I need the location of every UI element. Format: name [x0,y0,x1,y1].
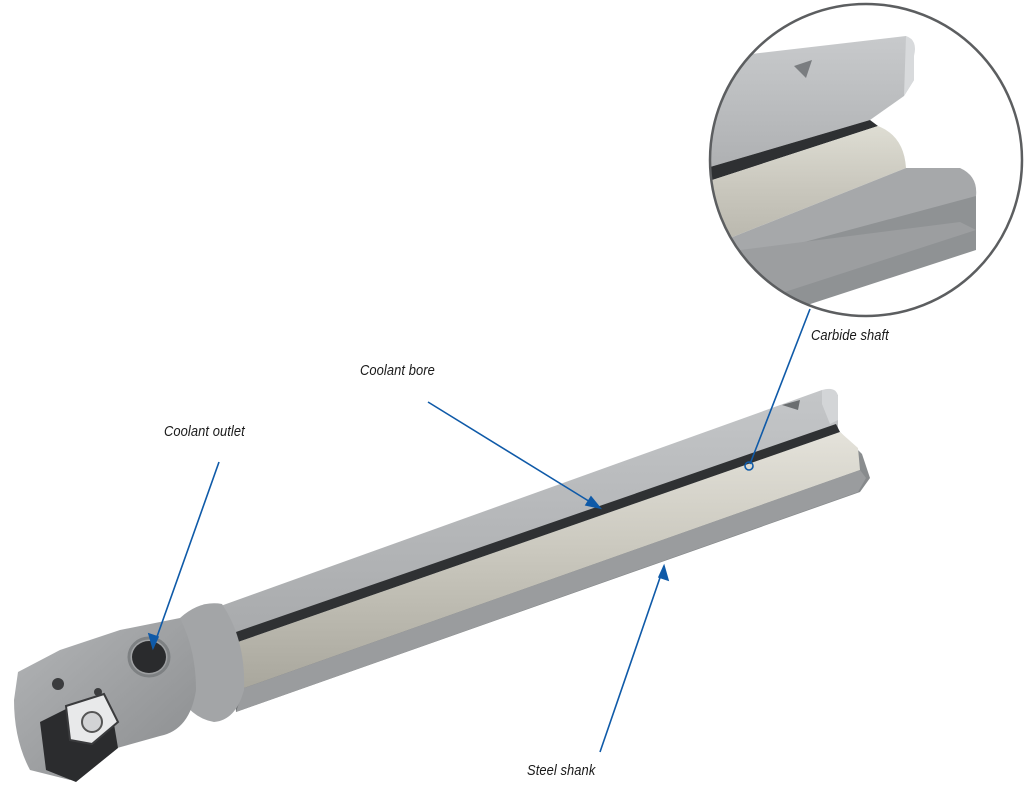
insert-screw [81,711,103,733]
carbide-shaft-strip [238,432,860,688]
leader-coolant-bore [427,401,601,509]
arrowhead-coolant-bore [584,495,603,510]
leader-steel-shank [599,565,665,753]
zoom-notch [794,60,812,78]
steel-shank-upper-face [215,390,838,646]
arrowhead-steel-shank [657,563,670,582]
boring-bar [14,388,870,782]
shank-end-face [822,388,838,424]
zoom-steel-upper [710,36,914,170]
leader-carbide-shaft [749,308,811,465]
coolant-outlet-hole [132,641,166,673]
label-coolant-outlet: Coolant outlet [164,423,245,440]
leader-lines [147,308,811,753]
magnifier-ring [708,2,1024,318]
marker-carbide-shaft [744,461,754,471]
zoom-steel-bottom-edge [740,222,976,300]
clamp-screw-2 [94,688,102,696]
label-steel-shank: Steel shank [527,762,596,779]
label-coolant-bore: Coolant bore [360,362,435,379]
coolant-outlet-rim [127,636,171,678]
detail-magnifier [708,2,1024,318]
zoom-carbide [710,126,906,250]
zoom-carbide-groove [710,120,878,184]
zoom-steel-end [904,36,915,96]
arrowhead-coolant-outlet [147,632,160,651]
clamp-screw [52,678,64,690]
leader-coolant-outlet [152,461,220,649]
carbide-groove-shadow [236,424,840,642]
label-carbide-shaft: Carbide shaft [811,327,889,344]
shank-end-notch [782,400,800,410]
steel-shank-lower-lip [236,470,866,712]
